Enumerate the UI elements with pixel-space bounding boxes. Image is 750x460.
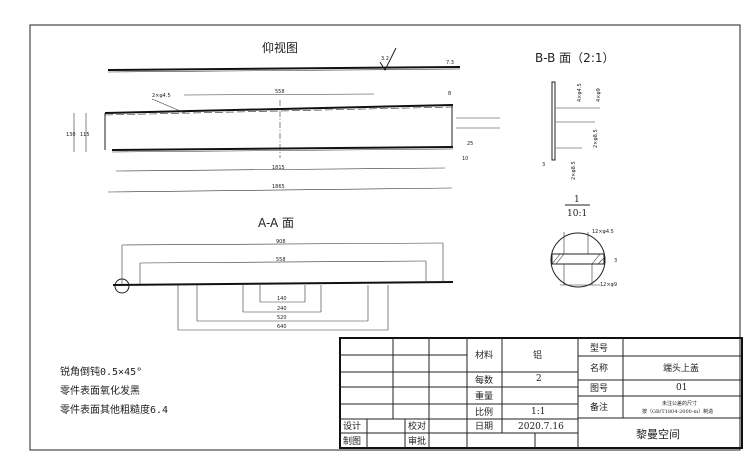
note-2: 零件表面氧化发黑 <box>60 384 140 397</box>
note-1: 锐角倒钝0.5×45° <box>60 365 142 378</box>
drawing-frame <box>29 24 741 451</box>
detail-callout-bottom: 12×φ9 <box>600 282 617 288</box>
roughness-symbol <box>379 47 397 72</box>
detail-view: 12×φ4.5 12×φ9 3 <box>550 229 617 288</box>
remark-line-1: 未注公差的尺寸 <box>662 400 697 407</box>
material-value: 铝 <box>533 349 542 361</box>
bottom-view: 1815 1865 558 2×φ4.5 130 115 8 10 25 <box>66 89 500 193</box>
dim-overall-length: 1865 <box>272 184 285 190</box>
dim-hole-spacing: 558 <box>275 89 285 95</box>
top-plate-line <box>107 66 461 71</box>
bottom-view-title: 仰视图 <box>262 40 298 55</box>
remark-label: 备注 <box>590 401 608 413</box>
approve-label: 审批 <box>408 435 426 447</box>
date-value: 2020.7.16 <box>518 422 564 432</box>
remark-line-2: 按（GB/T1804-2000-m）制造 <box>642 408 713 415</box>
scale-label: 比例 <box>475 406 493 418</box>
roughness-value: 3.2 <box>381 56 389 62</box>
date-label: 日期 <box>475 421 493 432</box>
roughness-value-right: 7.3 <box>446 60 454 66</box>
dim-small-2: 10 <box>462 156 468 162</box>
company-name: 黎曼空间 <box>636 427 680 441</box>
detail-callout-top: 12×φ4.5 <box>592 229 614 235</box>
quantity-label: 每数 <box>475 374 493 386</box>
dim-inner-height: 115 <box>80 132 90 138</box>
drawing-no-value: 01 <box>676 383 687 393</box>
weight-label: 重量 <box>475 390 493 402</box>
detail-scale: 10:1 <box>567 209 587 219</box>
bb-callout-5: 3 <box>542 162 545 168</box>
section-bb-view: 4×φ4.5 4×φ9 2×φ8.5 2×φ8.5 3 <box>542 81 602 180</box>
dim-140: 140 <box>277 296 287 302</box>
detail-callout-side: 3 <box>614 258 617 264</box>
drawing-no-label: 图号 <box>590 383 608 394</box>
note-3: 零件表面其他粗糙度6.4 <box>60 403 168 416</box>
dim-inner-length: 1815 <box>272 165 285 171</box>
model-label: 型号 <box>590 343 608 354</box>
title-block: 材料 铝 每数 2 重量 比例 1:1 日期 2020.7.16 型号 名称 端… <box>339 337 743 449</box>
dim-520: 520 <box>277 315 287 321</box>
dim-558: 558 <box>276 257 286 263</box>
dim-height: 130 <box>66 132 76 138</box>
draw-label: 制图 <box>343 435 361 447</box>
scale-value: 1:1 <box>531 407 545 417</box>
name-value: 端头上盖 <box>663 362 699 374</box>
dim-small-1: 8 <box>448 91 451 97</box>
check-label: 校对 <box>408 420 426 432</box>
section-aa-view: 908 558 140 240 520 640 <box>112 239 454 331</box>
dim-908: 908 <box>276 239 286 245</box>
bb-callout-1: 4×φ4.5 <box>577 83 583 102</box>
dim-240: 240 <box>277 306 287 312</box>
bb-callout-4: 2×φ8.5 <box>571 161 577 180</box>
quantity-value: 2 <box>536 374 542 384</box>
hole-callout: 2×φ4.5 <box>152 93 171 99</box>
name-label: 名称 <box>590 362 608 374</box>
design-label: 设计 <box>343 420 361 432</box>
material-label: 材料 <box>475 349 493 361</box>
section-aa-title: A-A 面 <box>258 216 294 230</box>
bb-callout-3: 2×φ8.5 <box>593 129 599 148</box>
dim-small-3: 25 <box>467 141 473 147</box>
section-bb-title: B-B 面（2:1） <box>535 51 615 65</box>
detail-label: 1 <box>574 195 580 205</box>
bb-callout-2: 4×φ9 <box>596 88 602 102</box>
dim-640: 640 <box>277 324 287 330</box>
